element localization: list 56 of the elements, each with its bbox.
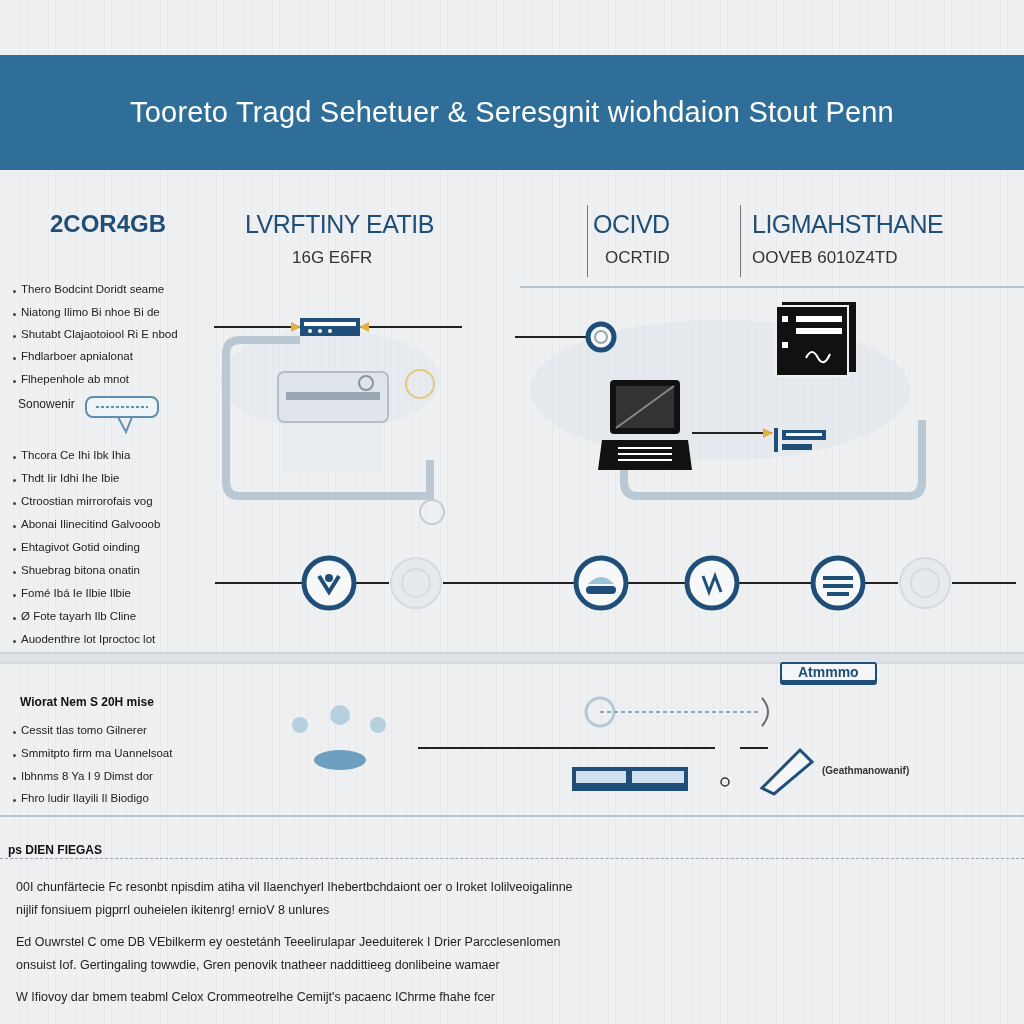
title: Tooreto Tragd Sehetuer & Seresgnit wiohdaion Stout Penn	[130, 96, 894, 129]
column-subheading: OOVEB 6010Z4TD	[752, 248, 898, 268]
bullet-item: Niatong Ilimo Bi nhoe Bi de	[12, 306, 160, 318]
bullet-item: Thero Bodcint Doridt seame	[12, 283, 165, 295]
bullet-item: Fhro ludir Ilayili Il Biodigo	[12, 792, 149, 804]
section-heading: Wiorat Nem S 20H mise	[20, 695, 154, 709]
bullet-item: Shuebrag bitona onatin	[12, 564, 140, 576]
connector-line	[442, 582, 575, 584]
bullet-item: Flhepenhole ab mnot	[12, 373, 130, 385]
bullet-item: Ø Fote tayarh Ilb Cline	[12, 610, 137, 622]
bullet-item: Abonai Ilinecitind Galvooob	[12, 518, 161, 530]
bullet-item: Ibhnms 8 Ya I 9 Dimst dor	[12, 770, 153, 782]
device-drawing	[772, 426, 828, 454]
landscape-circle-icon	[574, 556, 628, 610]
item-text: Sonowenir	[18, 397, 75, 411]
section-heading: ps DIEN FIEGAS	[8, 843, 102, 857]
network-switch-drawing	[300, 318, 360, 336]
column-heading: LIGMAHSTHANE	[752, 210, 944, 239]
wrench-circle-icon	[302, 556, 356, 610]
column-heading: LVRFTINY EATIB	[245, 210, 434, 239]
globe-circle-icon	[811, 556, 865, 610]
bullet-item: Thcora Ce Ihi Ibk Ihia	[12, 449, 131, 461]
gear-circle-icon	[586, 322, 616, 352]
column-heading: OCIVD	[593, 210, 670, 239]
paragraph: W Ifiovoy dar bmem teabml Celox Crommeotrelhe Cemijt's pacaenc IChrme fhahe fcer	[16, 989, 496, 1006]
connector-line	[355, 582, 390, 584]
item-text: (Geathmanowanif)	[822, 765, 910, 776]
computer-drawing	[598, 380, 692, 472]
bullet-item: Smmitpto firm ma Uannelsoat	[12, 747, 173, 759]
connector-line	[951, 582, 1017, 584]
faint-circle-icon	[898, 556, 952, 610]
connector-line	[738, 582, 812, 584]
connector-line	[627, 582, 686, 584]
bullet-item: Fomé Ibá Ie Ilbie Ilbie	[12, 587, 131, 599]
bullet-item: Ctroostian mirrorofais vog	[12, 495, 153, 507]
arrow	[359, 322, 463, 332]
bullet-item: Shutabt Clajaotoiool Ri E nbod	[12, 328, 178, 340]
column-subheading: 16G E6FR	[292, 248, 373, 268]
column-heading: 2COR4GB	[50, 210, 167, 238]
ribbon-tag: Atmmmo	[780, 662, 877, 682]
bullet-item: Thdt Iir Idhi Ihe Ibie	[12, 472, 120, 484]
bullet-item: Fhdlarboer apnialonat	[12, 350, 133, 362]
figure-circle-icon	[685, 556, 739, 610]
bullet-item: Ehtagivot Gotid oinding	[12, 541, 140, 553]
arrow	[691, 428, 773, 438]
server-drawing	[776, 302, 856, 376]
connector-line	[864, 582, 899, 584]
column-subheading: OCRTID	[605, 248, 670, 268]
connector-line	[214, 582, 303, 584]
arrow	[213, 322, 301, 332]
bullet-item: Cessit tlas tomo Gilnerer	[12, 724, 147, 736]
paragraph: Ed Ouwrstel C ome DB VEbilkerm ey oestetánh Teeelirulapar Jeeduiterek I Drier Parcclesenlomen onsuist Iof. Gertingaling towwdie, Gren penovik tnatheer naddittieeg donlibeine wamaer	[16, 934, 562, 974]
faint-circle-icon	[389, 556, 443, 610]
connector-line	[514, 336, 587, 338]
bullet-item: Auodenthre lot Iproctoc lot	[12, 633, 156, 645]
paragraph: 00I chunfärtecie Fc resonbt npisdim atiha vil Ilaenchyerl Ihebertbchdaiont oer o Iroket Iolilveoigalinne nijlif fonsiuem pigprrl ouheielen ikitenrg! ernioV 8 unlures	[16, 879, 574, 919]
